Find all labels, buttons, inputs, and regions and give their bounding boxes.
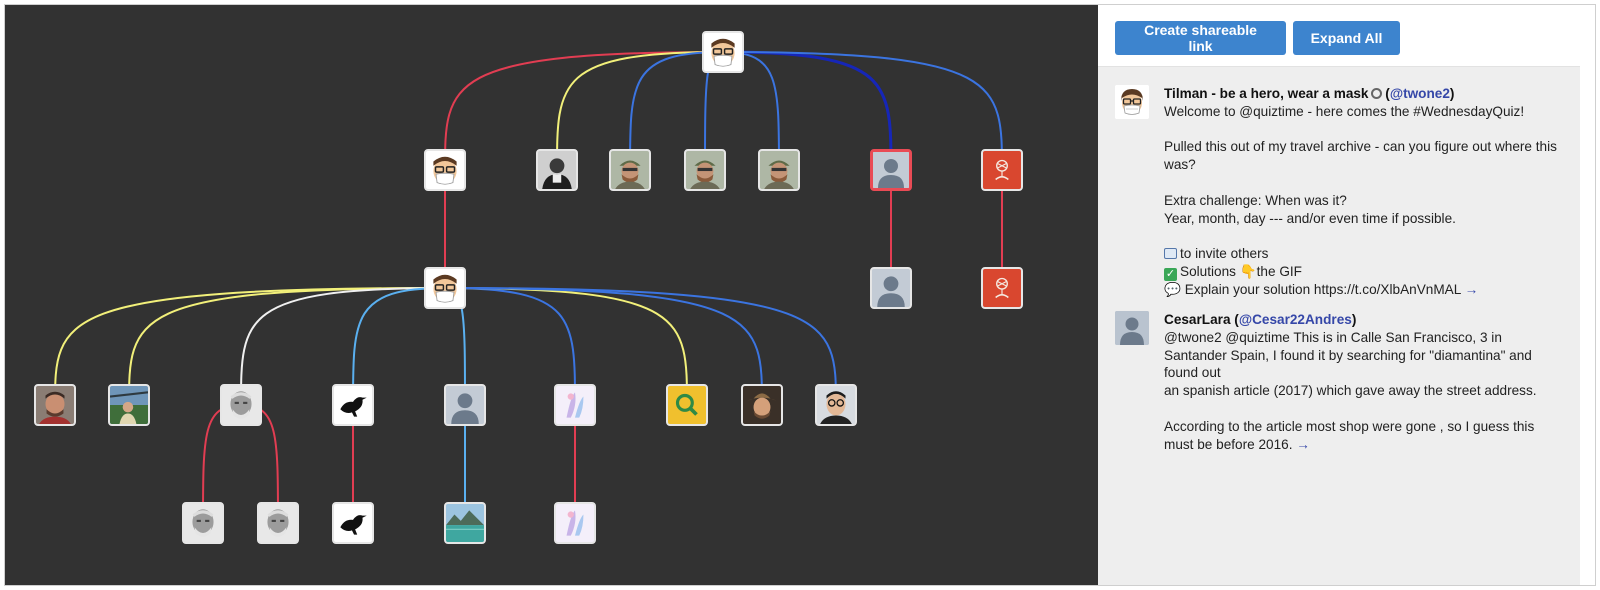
tweet-text: 💬 Explain your solution https://t.co/Xlb… — [1164, 281, 1559, 299]
tree-node-default-person-icon[interactable] — [444, 384, 486, 426]
tree-edge — [444, 51, 724, 171]
tweet-author: CesarLara (@Cesar22Andres) — [1164, 312, 1357, 327]
tree-node-red-logo-icon[interactable] — [981, 149, 1023, 191]
tweet-text: ✓Solutions 👇the GIF — [1164, 263, 1559, 281]
tree-edge — [240, 287, 446, 406]
author-handle-link[interactable]: @Cesar22Andres — [1238, 312, 1352, 327]
check-mark-icon: ✓ — [1164, 267, 1177, 281]
tree-node-yellow-magnifier-icon[interactable] — [666, 384, 708, 426]
tree-edge — [629, 51, 724, 171]
solutions-gif-text: the GIF — [1256, 263, 1302, 279]
tree-node-soldier-photo-icon[interactable] — [684, 149, 726, 191]
create-shareable-link-button[interactable]: Create shareable link — [1115, 21, 1286, 55]
speech-bubble-icon: 💬 — [1164, 281, 1181, 297]
tweet-body: CesarLara (@Cesar22Andres) @twone2 @quiz… — [1164, 311, 1559, 453]
app-frame: Create shareable link Expand All — [4, 4, 1596, 586]
tree-node-hat-man-photo-icon[interactable] — [741, 384, 783, 426]
tweet-author: Tilman - be a hero, wear a mask (@twone2… — [1164, 86, 1455, 101]
solutions-text: Solutions — [1180, 263, 1236, 279]
tree-node-bird-silhouette-icon[interactable] — [332, 502, 374, 544]
scrollbar[interactable] — [1580, 66, 1595, 585]
toolbar: Create shareable link Expand All — [1098, 5, 1595, 67]
tree-edge — [722, 50, 893, 171]
tree-node-pastel-art-icon[interactable] — [554, 502, 596, 544]
tree-node-cartoon-mask-icon[interactable] — [424, 267, 466, 309]
tree-edge — [722, 51, 1003, 171]
tree-node-lake-photo-icon[interactable] — [444, 502, 486, 544]
tree-edge — [54, 287, 446, 406]
tree-node-bird-silhouette-icon[interactable] — [332, 384, 374, 426]
tweet-text: to invite others — [1164, 245, 1559, 263]
tree-edge — [444, 287, 837, 406]
envelope-icon — [1164, 248, 1177, 260]
tree-node-pastel-art-icon[interactable] — [554, 384, 596, 426]
invite-text: to invite others — [1180, 246, 1269, 262]
tree-node-man-photo-icon[interactable] — [34, 384, 76, 426]
tree-node-old-man-photo-icon[interactable] — [182, 502, 224, 544]
tree-node-cartoon-mask-icon[interactable] — [702, 31, 744, 73]
author-handle-link[interactable]: @twone2 — [1389, 86, 1450, 101]
tree-node-red-logo-icon[interactable] — [981, 267, 1023, 309]
tree-edge — [352, 287, 446, 406]
open-tweet-arrow-link[interactable]: → — [1296, 436, 1310, 452]
explain-text: Explain your solution https://t.co/XlbAn… — [1184, 281, 1461, 297]
pointing-down-icon: 👇 — [1239, 263, 1257, 279]
reply-tree-graph[interactable] — [5, 5, 1098, 585]
default-person-avatar-icon[interactable] — [1115, 311, 1149, 345]
cartoon-mask-avatar-icon[interactable] — [1115, 85, 1149, 119]
tree-node-default-person-icon[interactable] — [870, 267, 912, 309]
tree-edges — [54, 50, 1003, 524]
tree-node-default-person-icon[interactable] — [870, 149, 912, 191]
tweet-text: an spanish article (2017) which gave awa… — [1164, 383, 1537, 399]
tree-edge — [444, 287, 763, 406]
tree-node-glasses-man-photo-icon[interactable] — [815, 384, 857, 426]
expand-all-button[interactable]: Expand All — [1293, 21, 1400, 55]
tweet-text: @twone2 @quiztime This is in Calle San F… — [1164, 329, 1532, 381]
tree-edge — [444, 287, 576, 406]
tweet-body: Tilman - be a hero, wear a mask (@twone2… — [1164, 85, 1559, 299]
author-name: CesarLara — [1164, 312, 1231, 327]
tree-node-outdoor-photo-icon[interactable] — [108, 384, 150, 426]
tweet-text: Pulled this out of my travel archive - c… — [1164, 139, 1557, 173]
tree-node-cartoon-mask-icon[interactable] — [424, 149, 466, 191]
author-name: Tilman - be a hero, wear a mask — [1164, 86, 1369, 101]
tree-node-soldier-photo-icon[interactable] — [758, 149, 800, 191]
tree-node-soldier-photo-icon[interactable] — [609, 149, 651, 191]
tweet-text-end: According to the article most shop were … — [1164, 418, 1535, 452]
open-tweet-arrow-link[interactable]: → — [1464, 281, 1479, 297]
tree-node-old-man-photo-icon[interactable] — [220, 384, 262, 426]
tree-node-old-man-photo-icon[interactable] — [257, 502, 299, 544]
tweet-text: According to the article most shop were … — [1164, 418, 1559, 454]
tree-node-bw-portrait-icon[interactable] — [536, 149, 578, 191]
tweet-text: Extra challenge: When was it? — [1164, 192, 1347, 208]
tweet-panel: Create shareable link Expand All — [1098, 5, 1595, 585]
magnifier-icon — [1370, 88, 1382, 99]
tree-edge — [128, 287, 446, 406]
tree-edge — [556, 51, 724, 171]
tweet-text: Welcome to @quiztime - here comes the #W… — [1164, 103, 1525, 119]
tweet-text: Year, month, day --- and/or even time if… — [1164, 210, 1456, 226]
